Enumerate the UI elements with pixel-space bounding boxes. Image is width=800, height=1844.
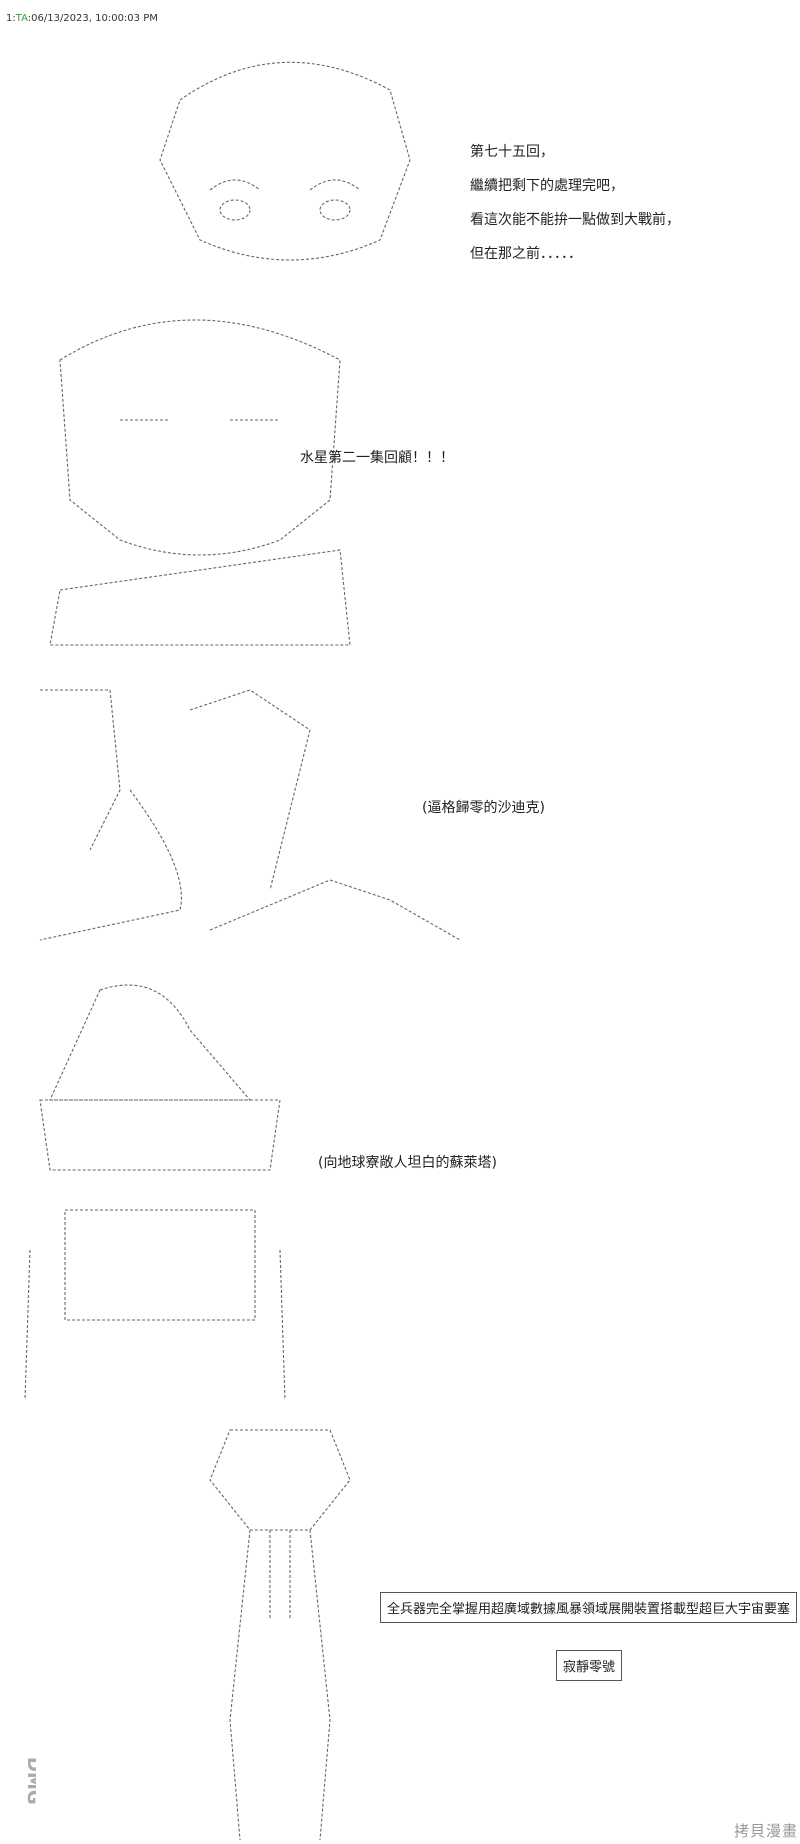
poster-name[interactable]: TA xyxy=(15,13,28,24)
caption-recap: 水星第二一集回顧！！！ xyxy=(300,450,454,466)
caption-box-quiet-zero: 寂靜零號 xyxy=(556,1650,623,1681)
caption-line: 但在那之前．．．．． xyxy=(470,246,582,262)
watermark-site: 拷貝漫畫 xyxy=(734,1822,799,1840)
dmg-logo: DMG xyxy=(23,1757,36,1805)
caption-episode-intro: 第七十五回， 繼續把剩下的處理完吧， 看這次能不能拚一點做到大戰前， 但在那之前… xyxy=(470,142,680,278)
ascii-art-face-2 xyxy=(49,319,351,646)
caption-sarius: (逼格歸零的沙迪克) xyxy=(422,800,545,816)
separator: : xyxy=(12,13,16,24)
ascii-art-mecha xyxy=(209,1429,351,1840)
caption-suletta: (向地球寮敞人坦白的蘇萊塔) xyxy=(318,1155,497,1171)
caption-line: 看這次能不能拚一點做到大戰前， xyxy=(470,212,680,228)
caption-box-fortress: 全兵器完全掌握用超廣域數據風暴領域展開裝置搭載型超巨大宇宙要塞 xyxy=(380,1592,798,1623)
ascii-art-sarius xyxy=(39,689,461,941)
ascii-art-face-1 xyxy=(159,61,411,261)
post-number: 1 xyxy=(6,13,13,24)
post-header: 1:TA:06/13/2023, 10:00:03 PM xyxy=(6,13,158,24)
caption-line: 繼續把剩下的處理完吧， xyxy=(470,178,624,194)
ascii-art-suletta xyxy=(24,984,286,1401)
svg-text:DMG: DMG xyxy=(23,1757,36,1805)
caption-line: 第七十五回， xyxy=(470,144,554,160)
post-timestamp: :06/13/2023, 10:00:03 PM xyxy=(27,13,158,24)
